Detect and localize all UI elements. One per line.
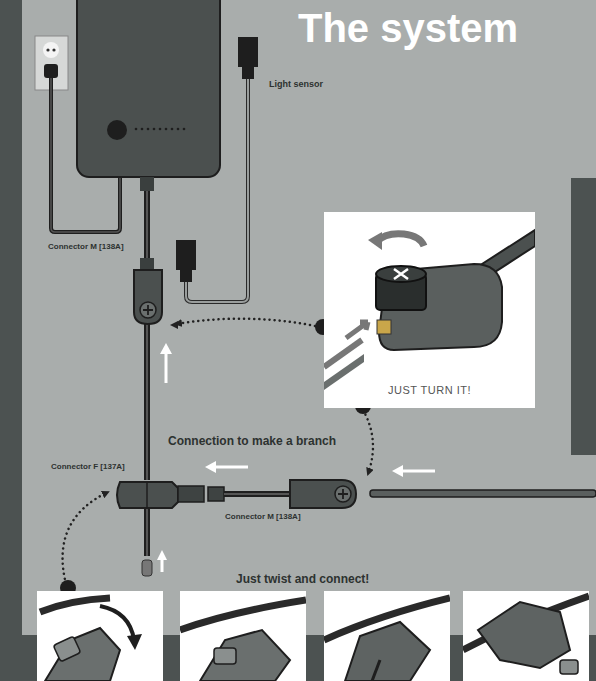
caption-text: JUST TURN IT!: [324, 384, 535, 396]
part-name: Connector M [138A]: [225, 512, 301, 521]
light-string: [370, 490, 596, 497]
button: [107, 120, 127, 140]
light-sensor: [238, 37, 258, 67]
connector-m-branch: [290, 480, 356, 508]
side-bar: [571, 178, 596, 455]
connector-m: [134, 258, 162, 324]
connector-closeup: [324, 212, 535, 408]
transformer: [77, 0, 220, 177]
part-name: Connector F [137A]: [51, 462, 125, 471]
part-name: Connector M [138A]: [48, 242, 124, 251]
twist-steps: [37, 591, 589, 681]
part-name: Light sensor: [269, 79, 323, 89]
connector-f: [117, 482, 224, 508]
note: Just twist and connect!: [236, 572, 369, 586]
title: The system: [298, 6, 518, 51]
note: Connection to make a branch: [168, 434, 336, 448]
inset-box: JUST TURN IT!: [324, 212, 535, 408]
